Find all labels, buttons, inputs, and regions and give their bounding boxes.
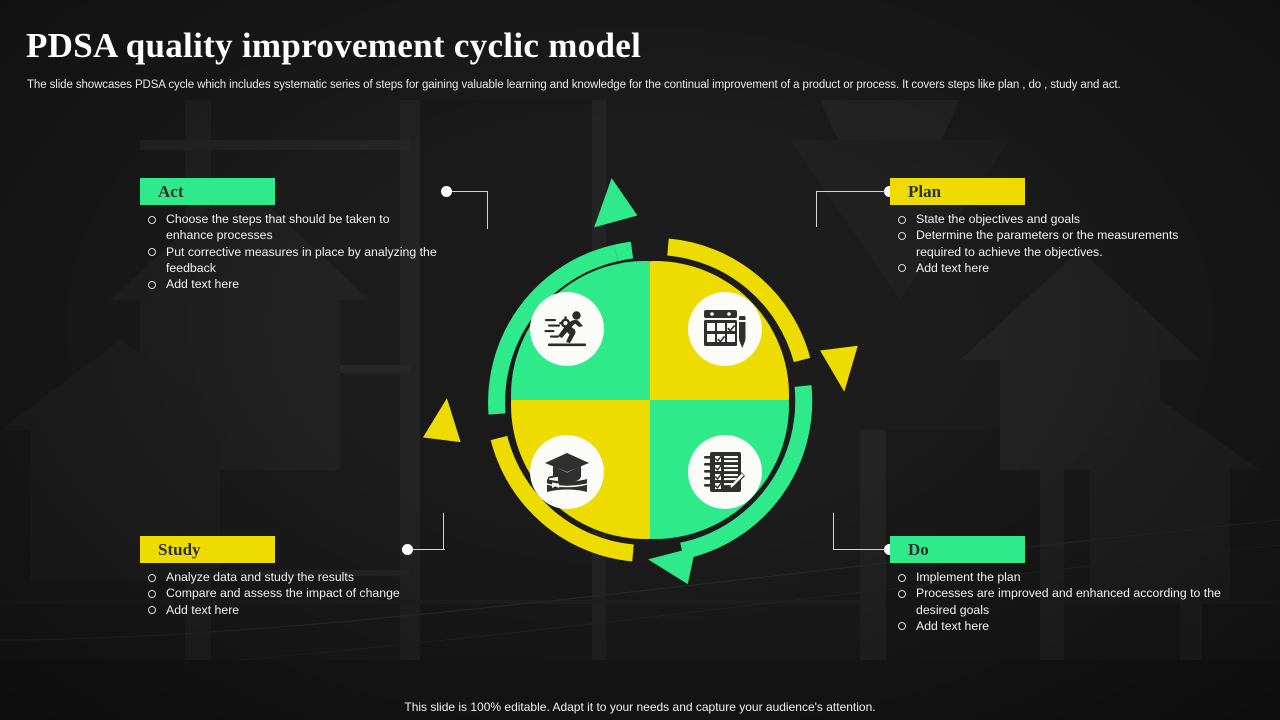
list-item: Choose the steps that should be taken to… — [140, 211, 440, 244]
block-study: Study Analyze data and study the results… — [140, 536, 440, 618]
connector-dot-do — [884, 544, 895, 555]
block-plan: Plan State the objectives and goals Dete… — [890, 178, 1225, 276]
page-subtitle: The slide showcases PDSA cycle which inc… — [27, 79, 1121, 91]
list-item: State the objectives and goals — [890, 211, 1225, 227]
arc-plan-to-do — [667, 238, 858, 392]
graduation-books-icon — [545, 453, 589, 492]
list-item: Add text here — [140, 602, 440, 618]
list-item-text: Add text here — [166, 602, 240, 617]
arc-act-to-plan — [488, 178, 638, 415]
list-item: desired goals — [890, 602, 1225, 618]
list-item-text: Determine the parameters or the measurem… — [916, 228, 1179, 259]
list-item-text: Implement the plan — [916, 570, 1021, 584]
connector-line-study-h — [412, 549, 445, 551]
list-item: Implement the plan — [890, 569, 1225, 585]
footer-note: This slide is 100% editable. Adapt it to… — [404, 700, 876, 714]
list-item-text: Compare and assess the impact of change — [166, 586, 400, 601]
block-do-bullets: Implement the plan Processes are improve… — [890, 569, 1225, 634]
list-item-text: desired goals — [916, 602, 990, 617]
bullet-marker-icon — [148, 248, 156, 257]
bullet-marker-icon — [898, 622, 906, 631]
connector-line-act-h — [452, 191, 488, 193]
list-item-text: Add text here — [916, 260, 990, 275]
bullet-marker-icon — [898, 589, 906, 598]
bullet-marker-icon — [148, 606, 156, 615]
page-title: PDSA quality improvement cyclic model — [26, 26, 642, 65]
icon-badge-study[interactable] — [530, 435, 604, 509]
list-item: Compare and assess the impact of change — [140, 585, 440, 601]
list-item-text: Analyze data and study the results — [166, 570, 354, 584]
icon-badge-act[interactable] — [530, 292, 604, 366]
connector-line-act-v — [487, 191, 489, 229]
bullet-marker-icon — [898, 573, 906, 582]
block-act-title: Act — [140, 178, 275, 205]
list-item-text: State the objectives and goals — [916, 212, 1081, 226]
list-item-text: Put corrective measures in place by anal… — [166, 244, 437, 275]
arc-do-to-study — [648, 385, 813, 585]
block-study-title: Study — [140, 536, 275, 563]
bullet-marker-icon — [148, 573, 156, 582]
icon-badge-plan[interactable] — [688, 292, 762, 366]
bullet-marker-icon — [898, 264, 906, 273]
bullet-marker-icon — [148, 280, 156, 289]
block-plan-bullets: State the objectives and goals Determine… — [890, 211, 1225, 276]
bullet-marker-icon — [148, 215, 156, 224]
connector-dot-plan — [884, 186, 895, 197]
checklist-pen-icon — [704, 452, 745, 492]
list-item: Processes are improved and enhanced acco… — [890, 585, 1225, 601]
connector-line-study-v — [443, 513, 445, 550]
icon-badge-do[interactable] — [688, 435, 762, 509]
bg-shape — [140, 365, 410, 373]
block-do-title: Do — [890, 536, 1025, 563]
block-study-bullets: Analyze data and study the results Compa… — [140, 569, 440, 618]
bullet-marker-icon — [898, 215, 906, 224]
connector-line-do-v — [833, 513, 835, 550]
pdsa-cycle-svg — [422, 178, 858, 585]
arc-study-to-act — [422, 398, 634, 562]
connector-dot-study — [402, 544, 413, 555]
list-item: Add text here — [890, 618, 1225, 634]
block-act: Act Choose the steps that should be take… — [140, 178, 440, 292]
bullet-marker-icon — [148, 589, 156, 598]
block-do: Do Implement the plan Processes are impr… — [890, 536, 1225, 634]
list-item: Put corrective measures in place by anal… — [140, 244, 440, 277]
block-plan-title: Plan — [890, 178, 1025, 205]
bullet-marker-icon — [898, 231, 906, 240]
list-item-text: Add text here — [916, 618, 990, 633]
connector-line-plan-v — [816, 191, 818, 227]
connector-line-plan-h — [816, 191, 886, 193]
list-item-text: Choose the steps that should be taken to… — [166, 212, 390, 243]
list-item-text: Processes are improved and enhanced acco… — [916, 586, 1221, 601]
list-item: Determine the parameters or the measurem… — [890, 227, 1225, 260]
list-item-text: Add text here — [166, 277, 240, 292]
list-item: Add text here — [140, 276, 440, 292]
running-person-icon — [544, 311, 586, 347]
block-act-bullets: Choose the steps that should be taken to… — [140, 211, 440, 292]
list-item: Analyze data and study the results — [140, 569, 440, 585]
list-item: Add text here — [890, 260, 1225, 276]
calendar-plan-icon — [704, 310, 746, 348]
connector-line-do-h — [833, 549, 886, 551]
bg-shape — [140, 140, 410, 150]
pdsa-cycle-diagram — [420, 170, 880, 630]
connector-dot-act — [441, 186, 452, 197]
